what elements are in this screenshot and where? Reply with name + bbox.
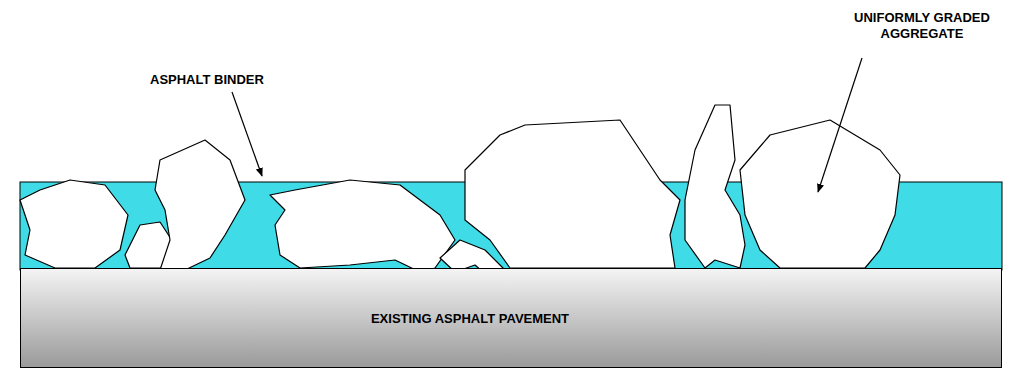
aggregate-stone (155, 140, 245, 270)
leader-line (818, 58, 862, 192)
pavement-label: EXISTING ASPHALT PAVEMENT (371, 311, 569, 327)
binder-label: ASPHALT BINDER (150, 72, 264, 88)
pavement-band: EXISTING ASPHALT PAVEMENT (20, 268, 1002, 368)
aggregate-stone (685, 105, 745, 268)
aggregate-stone (465, 120, 680, 268)
leader-line (232, 92, 262, 176)
aggregate-stones (20, 105, 900, 278)
aggregate-stone (20, 180, 128, 268)
aggregate-label: UNIFORMLY GRADED AGGREGATE (852, 10, 992, 41)
aggregate-stone (740, 120, 900, 268)
aggregate-stone (270, 180, 455, 272)
